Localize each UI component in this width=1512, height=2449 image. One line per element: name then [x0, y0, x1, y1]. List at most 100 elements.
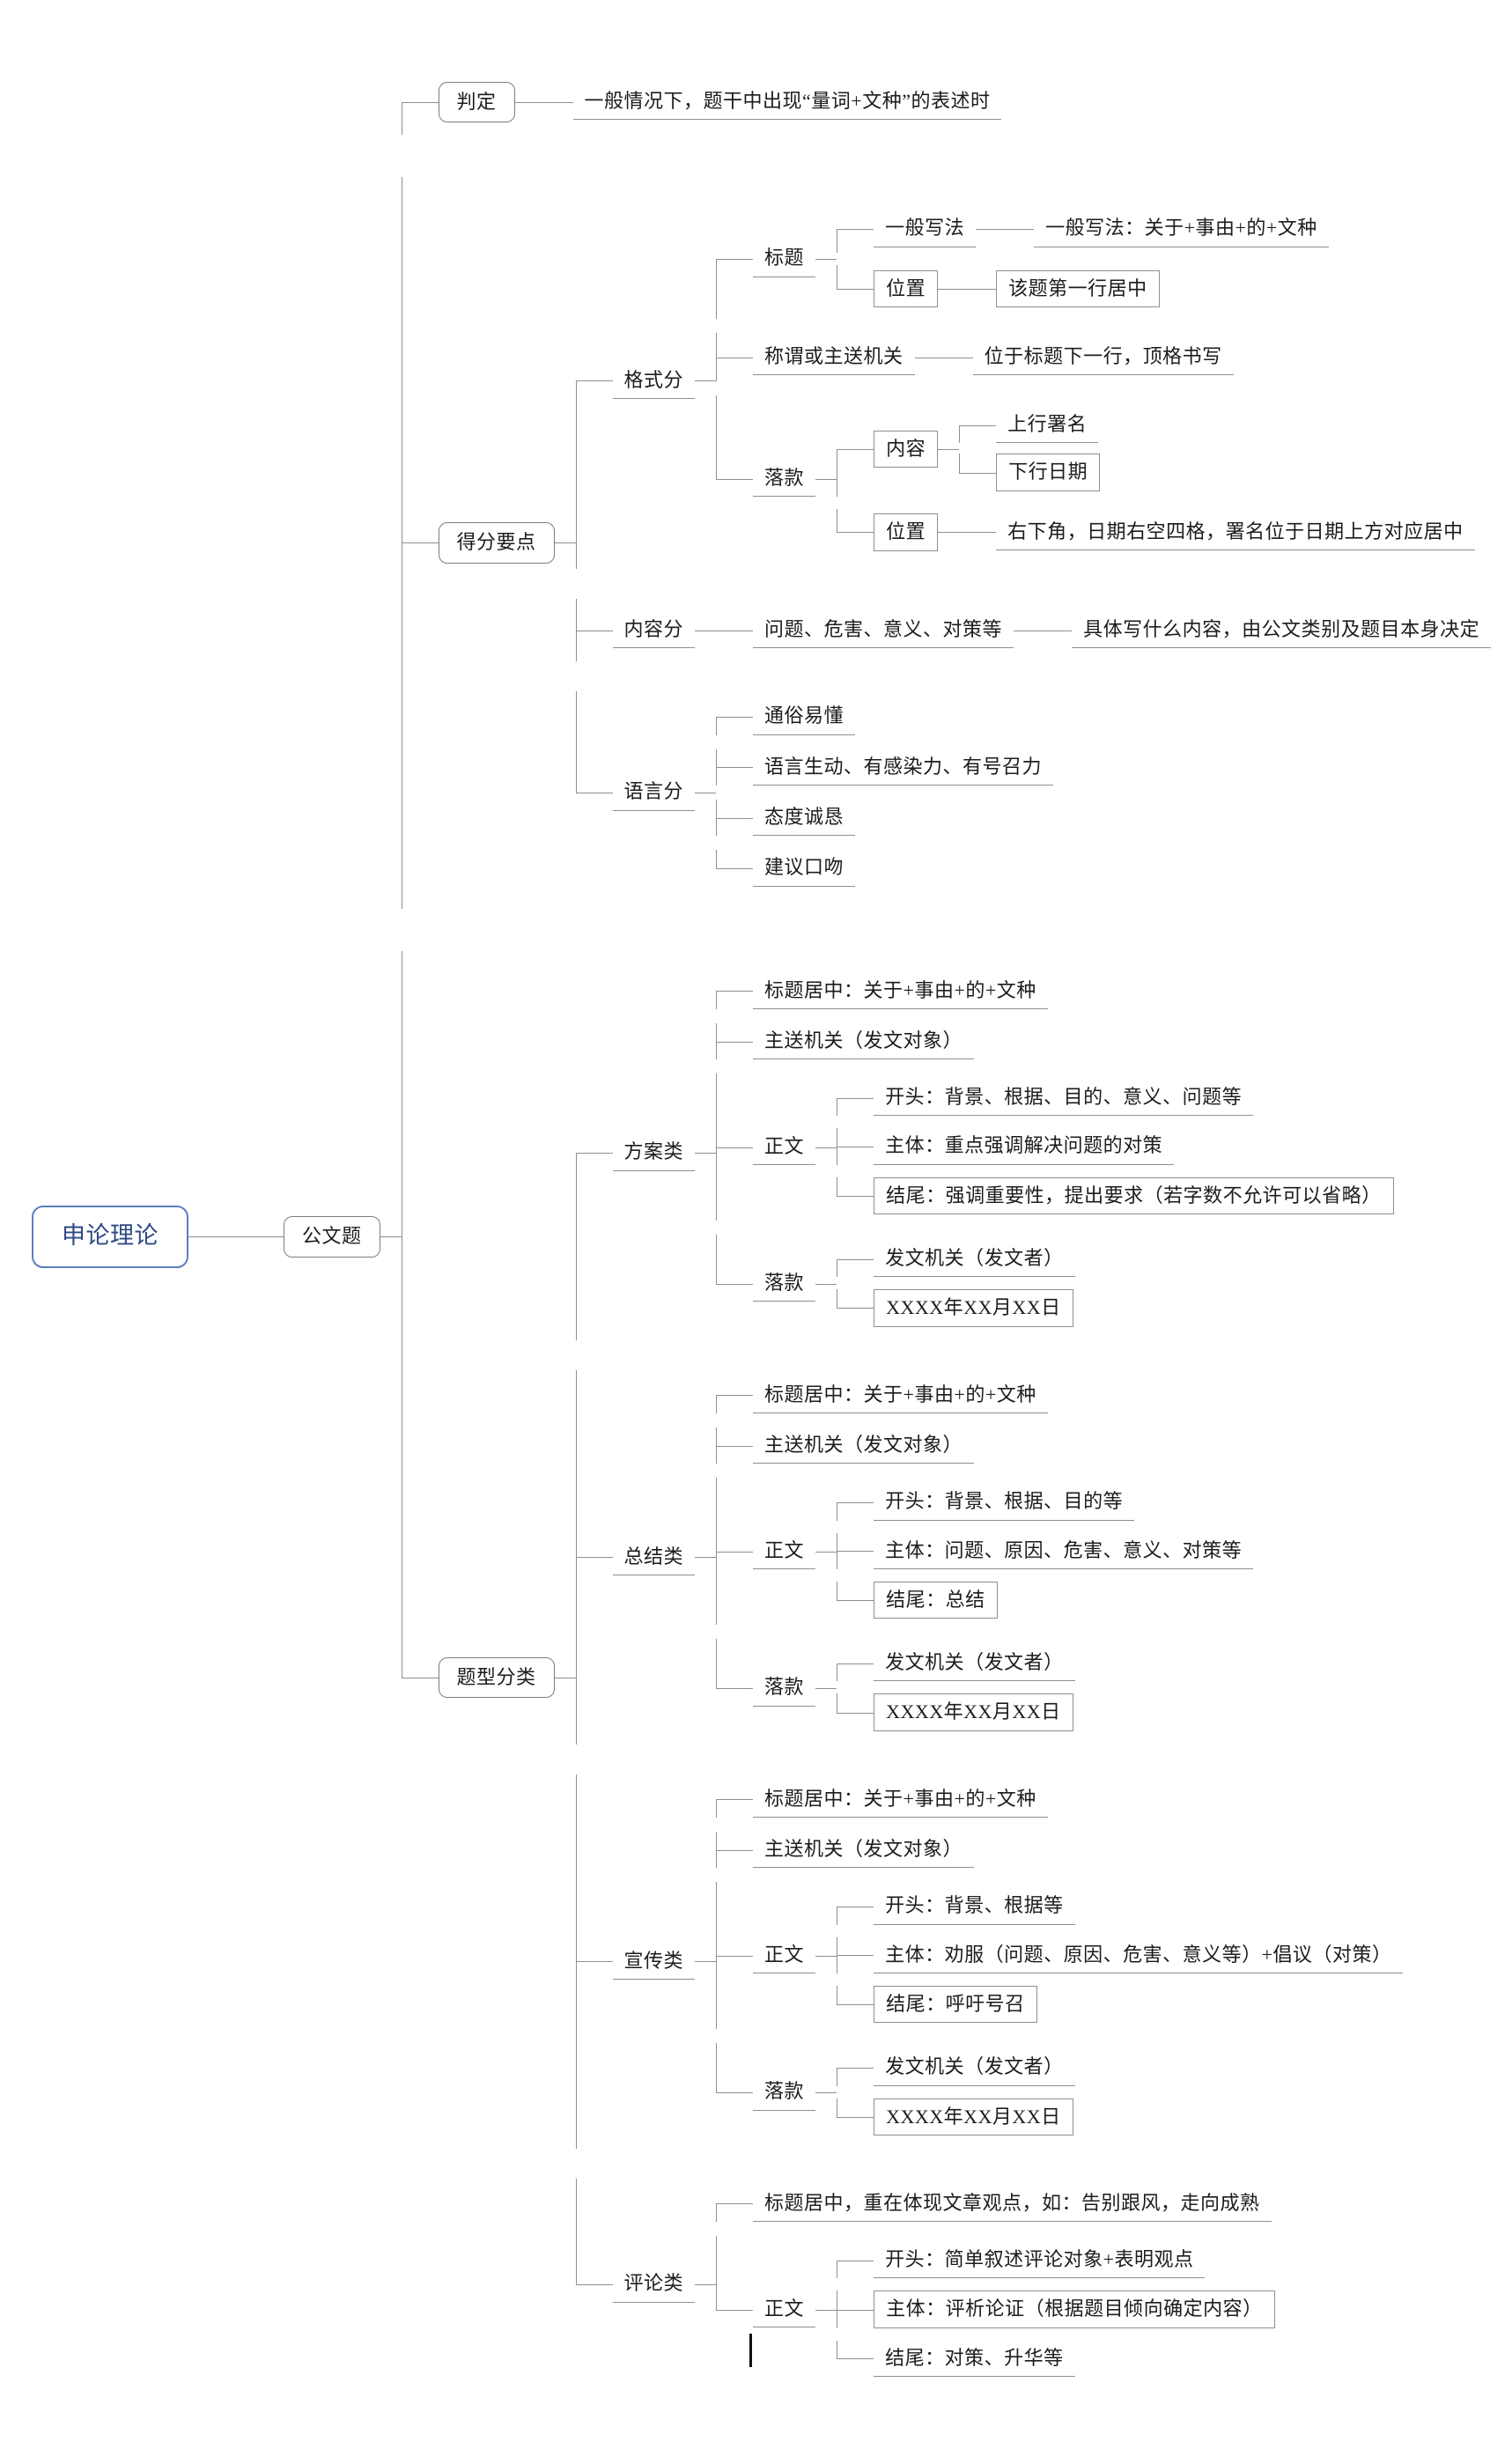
- topic-label[interactable]: 开头：简单叙述评论对象+表明观点: [874, 2242, 1206, 2279]
- branch-connector: 一般情况下，题干中出现“量词+文种”的表述时: [535, 84, 1002, 121]
- children-group: 位于标题下一行，顶格书写: [914, 333, 1234, 381]
- topic-label[interactable]: 问题、危害、意义、对策等: [753, 612, 1014, 649]
- topic-label[interactable]: 主体：重点强调解决问题的对策: [874, 1128, 1175, 1165]
- topic-label[interactable]: 一般情况下，题干中出现“量词+文种”的表述时: [572, 84, 1002, 121]
- topic-label[interactable]: 标题: [753, 240, 816, 277]
- branch-connector: 落款 内容 上行署名下行日期位置 右下角，日期右空四格，署名位于日期上方对应居中: [716, 395, 1475, 562]
- topic-label[interactable]: 宣传类: [612, 1944, 696, 1980]
- topic-label[interactable]: 态度诚恳: [753, 800, 856, 837]
- branch-connector: 主体：问题、原因、危害、意义、对策等: [837, 1532, 1254, 1570]
- topic-label[interactable]: 发文机关（发文者）: [874, 1241, 1075, 1278]
- topic-label[interactable]: 主送机关（发文对象）: [753, 1023, 975, 1060]
- topic-label[interactable]: 正文: [753, 1129, 816, 1166]
- topic-label[interactable]: 主送机关（发文对象）: [753, 1427, 975, 1464]
- branch-connector: 一般写法 一般写法：关于+事由+的+文种: [837, 205, 1329, 253]
- mindmap-node: 下行日期: [996, 454, 1101, 491]
- branch-connector: 开头：简单叙述评论对象+表明观点: [837, 2242, 1275, 2279]
- topic-label[interactable]: 正文: [753, 1937, 816, 1974]
- topic-label[interactable]: 发文机关（发文者）: [874, 2049, 1075, 2086]
- topic-label[interactable]: 标题居中：关于+事由+的+文种: [753, 973, 1048, 1009]
- branch-connector: 主体：劝服（问题、原因、危害、意义等）+倡议（对策）: [837, 1936, 1404, 1974]
- topic-label[interactable]: XXXX年XX月XX日: [874, 2098, 1073, 2135]
- topic-label[interactable]: 位置: [874, 269, 939, 307]
- topic-label[interactable]: 语言分: [612, 774, 696, 811]
- topic-label[interactable]: 建议口吻: [753, 850, 856, 887]
- mindmap-node: 建议口吻: [753, 850, 856, 887]
- topic-label[interactable]: 下行日期: [996, 454, 1101, 491]
- topic-label[interactable]: 主送机关（发文对象）: [753, 1832, 975, 1869]
- topic-label[interactable]: 开头：背景、根据等: [874, 1888, 1075, 1925]
- topic-label[interactable]: 落款: [753, 1670, 816, 1707]
- topic-label[interactable]: 公文题: [284, 1216, 380, 1258]
- topic-label[interactable]: 评论类: [612, 2266, 696, 2303]
- topic-label[interactable]: XXXX年XX月XX日: [874, 1693, 1073, 1731]
- topic-label[interactable]: 开头：背景、根据、目的、意义、问题等: [874, 1080, 1254, 1117]
- mindmap-node: 主体：重点强调解决问题的对策: [874, 1128, 1175, 1165]
- topic-label[interactable]: 落款: [753, 2074, 816, 2111]
- topic-label[interactable]: 主体：评析论证（根据题目倾向确定内容）: [874, 2290, 1275, 2328]
- topic-label[interactable]: 总结类: [612, 1539, 696, 1575]
- topic-label[interactable]: 结尾：呼吁号召: [874, 1985, 1037, 2024]
- children-group: 右下角，日期右空四格，署名位于日期上方对应居中: [938, 509, 1475, 556]
- children-group: 一般情况下，题干中出现“量词+文种”的表述时: [514, 69, 1002, 135]
- branch-connector: 发文机关（发文者）: [837, 1645, 1075, 1682]
- root-topic[interactable]: 申论理论: [32, 1206, 188, 1268]
- topic-label[interactable]: 结尾：强调重要性，提出要求（若字数不允许可以省略）: [874, 1177, 1394, 1215]
- topic-label[interactable]: 右下角，日期右空四格，署名位于日期上方对应居中: [996, 514, 1475, 551]
- branch-connector: 主体：评析论证（根据题目倾向确定内容）: [837, 2290, 1275, 2328]
- topic-label[interactable]: 位于标题下一行，顶格书写: [972, 339, 1234, 376]
- topic-label[interactable]: 该题第一行居中: [996, 269, 1160, 307]
- topic-label[interactable]: 标题居中：关于+事由+的+文种: [753, 1781, 1048, 1818]
- branch-connector: 开头：背景、根据、目的、意义、问题等: [837, 1080, 1394, 1117]
- topic-label[interactable]: 标题居中：关于+事由+的+文种: [753, 1377, 1048, 1413]
- topic-label[interactable]: 题型分类: [438, 1657, 555, 1699]
- branch-connector: 开头：背景、根据等: [837, 1888, 1403, 1925]
- topic-label[interactable]: 具体写什么内容，由公文类别及题目本身决定: [1072, 612, 1492, 649]
- topic-label[interactable]: 格式分: [612, 363, 696, 399]
- topic-label[interactable]: 结尾：总结: [874, 1581, 998, 1619]
- topic-label[interactable]: 语言生动、有感染力、有号召力: [753, 749, 1054, 786]
- topic-label[interactable]: 标题居中，重在体现文章观点，如：告别跟风，走向成熟: [753, 2186, 1272, 2223]
- topic-label[interactable]: XXXX年XX月XX日: [874, 1289, 1073, 1327]
- topic-label[interactable]: 主体：问题、原因、危害、意义、对策等: [874, 1533, 1254, 1569]
- topic-label[interactable]: 主体：劝服（问题、原因、危害、意义等）+倡议（对策）: [874, 1937, 1404, 1973]
- topic-label[interactable]: 正文: [753, 2291, 816, 2328]
- topic-label[interactable]: 正文: [753, 1533, 816, 1570]
- topic-label[interactable]: 发文机关（发文者）: [874, 1645, 1075, 1682]
- branch-connector: 标题居中：关于+事由+的+文种: [716, 1781, 1403, 1818]
- children-group: 开头：背景、根据、目的等主体：问题、原因、危害、意义、对策等结尾：总结: [815, 1478, 1254, 1625]
- mindmap-node: 方案类 标题居中：关于+事由+的+文种主送机关（发文对象） 正文 开头：背景、根据、目…: [612, 966, 1394, 1340]
- topic-label[interactable]: 落款: [753, 1265, 816, 1302]
- topic-label[interactable]: 落款: [753, 461, 816, 498]
- branch-connector: 标题居中：关于+事由+的+文种: [716, 973, 1394, 1010]
- branch-connector: 题型分类方案类标题居中：关于+事由+的+文种主送机关（发文对象）正文开头：背景、…: [401, 950, 1492, 2405]
- children-group: 通俗易懂语言生动、有感染力、有号召力态度诚恳建议口吻: [695, 691, 1054, 893]
- topic-label[interactable]: 方案类: [612, 1134, 696, 1171]
- mindmap-node: 一般情况下，题干中出现“量词+文种”的表述时: [572, 84, 1002, 121]
- children-group: 开头：背景、根据等主体：劝服（问题、原因、危害、意义等）+倡议（对策） 结尾：呼吁…: [815, 1882, 1404, 2029]
- mindmap-node: 落款 内容 上行署名下行日期位置 右下角，日期右空四格，署名位于日期上方对应居中: [753, 395, 1475, 562]
- children-group: 标题 一般写法 一般写法：关于+事由+的+文种位置 该题第一行居中称谓或主送机关 位于标…: [695, 192, 1475, 569]
- topic-label[interactable]: 判定: [438, 81, 515, 122]
- topic-label[interactable]: 称谓或主送机关: [753, 339, 915, 376]
- topic-label[interactable]: 结尾：对策、升华等: [874, 2341, 1075, 2377]
- branch-connector: 问题、危害、意义、对策等 具体写什么内容，由公文类别及题目本身决定: [716, 606, 1492, 654]
- topic-label[interactable]: 上行署名: [996, 407, 1099, 444]
- topic-label[interactable]: 内容: [874, 430, 939, 468]
- branch-connector: 得分要点 格式分 标题 一般写法 一般写法：关于+事由+的+文种位置 该题第一行居中称谓或…: [401, 177, 1492, 909]
- topic-label[interactable]: 通俗易懂: [753, 698, 856, 735]
- topic-label[interactable]: 开头：背景、根据、目的等: [874, 1484, 1135, 1521]
- branch-connector: 发文机关（发文者）: [837, 2049, 1075, 2086]
- topic-label[interactable]: 内容分: [612, 612, 696, 649]
- children-group: 方案类标题居中：关于+事由+的+文种主送机关（发文对象）正文开头：背景、根据、目…: [554, 951, 1404, 2405]
- branch-connector: 右下角，日期右空四格，署名位于日期上方对应居中: [959, 514, 1475, 551]
- topic-label[interactable]: 一般写法: [874, 210, 977, 247]
- topic-label[interactable]: 得分要点: [438, 522, 555, 564]
- topic-label[interactable]: 一般写法：关于+事由+的+文种: [1034, 210, 1329, 247]
- branch-connector: 内容分 问题、危害、意义、对策等 具体写什么内容，由公文类别及题目本身决定: [575, 599, 1492, 662]
- children-group: 该题第一行居中: [938, 265, 1160, 313]
- branch-connector: 开头：背景、根据、目的等: [837, 1484, 1253, 1521]
- mindmap-node: 一般写法：关于+事由+的+文种: [1034, 210, 1329, 247]
- topic-label[interactable]: 位置: [874, 513, 939, 551]
- mindmap-node: 落款 发文机关（发文者） XXXX年XX月XX日: [753, 1235, 1075, 1333]
